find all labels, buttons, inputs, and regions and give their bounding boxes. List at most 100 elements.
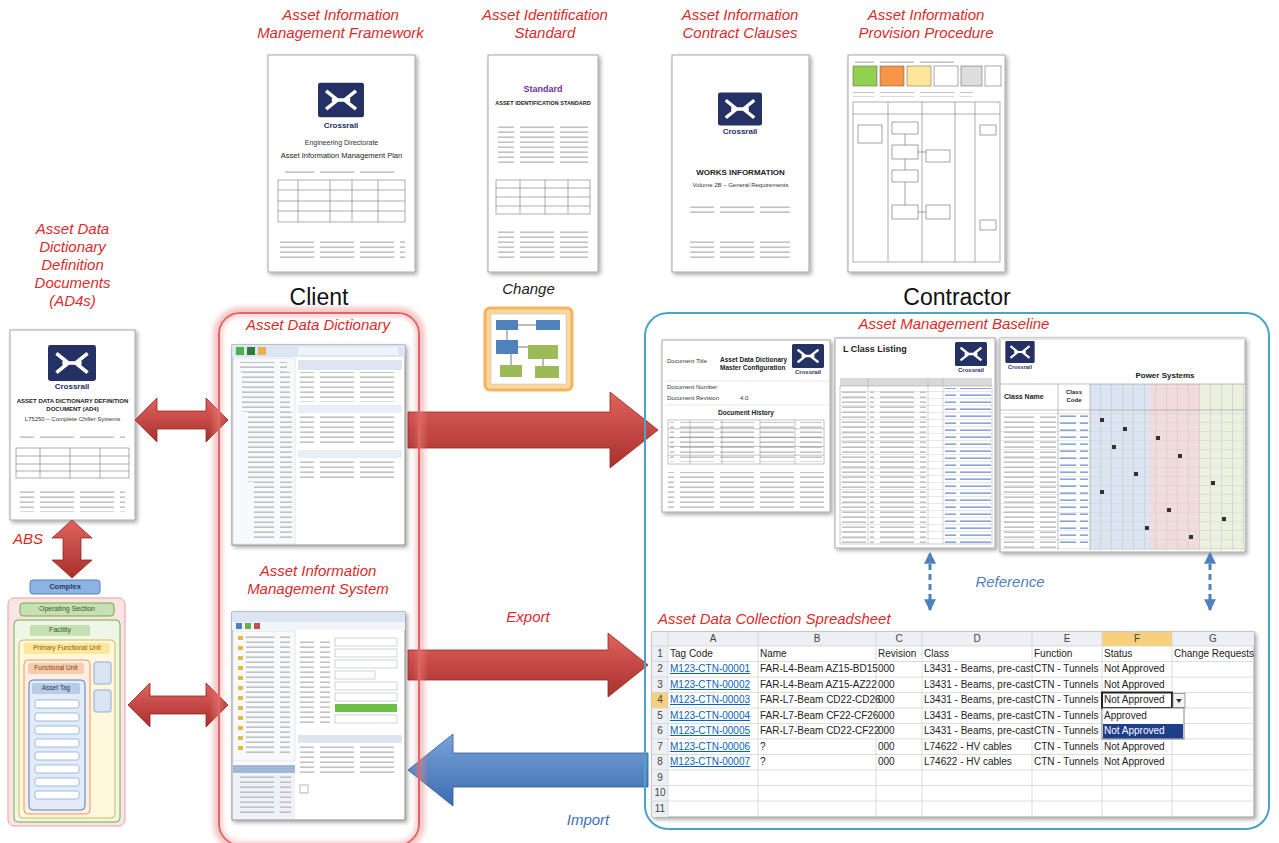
- thumbnail-text: Volume 2B – General Requirements: [678, 182, 803, 190]
- spreadsheet-cell: 4: [652, 694, 668, 706]
- data-dictionary-screenshot: [232, 345, 405, 357]
- management-system-screenshot: [238, 656, 243, 660]
- management-system-screenshot: [298, 735, 402, 743]
- procedure-document: [907, 66, 931, 86]
- management-system-screenshot: [232, 612, 405, 622]
- spreadsheet-cell: 11: [652, 803, 668, 815]
- thumbnail-text: Document Number: [667, 384, 727, 392]
- edge-label: Import: [567, 811, 610, 829]
- data-dictionary-screenshot: [254, 482, 292, 540]
- framework-document: [278, 180, 405, 222]
- management-system-screenshot: [238, 636, 243, 750]
- management-system-screenshot: [254, 623, 260, 629]
- management-system-screenshot: [236, 623, 242, 629]
- collection-spreadsheet: [652, 632, 1254, 646]
- client-region: Asset Data DictionaryAsset Information M…: [218, 312, 420, 843]
- ad4-document: [16, 448, 129, 478]
- procedure-document: [961, 66, 982, 86]
- data-dictionary-screenshot: [247, 347, 255, 355]
- data-dictionary-screenshot: [248, 412, 292, 482]
- procedure-document: [858, 125, 882, 143]
- thumbnail-text: Asset Information Management Plan: [272, 151, 411, 160]
- spreadsheet-cell: CTN - Tunnels: [1034, 741, 1101, 753]
- management-system-screenshot: [232, 612, 405, 820]
- framework-document: [278, 180, 405, 222]
- spreadsheet-cell: M123-CTN-00002: [670, 679, 757, 691]
- management-system-screenshot: [335, 682, 397, 690]
- asset-breakdown-structure: [24, 643, 110, 654]
- management-system-screenshot: [300, 746, 400, 776]
- spreadsheet-cell: 10: [652, 787, 668, 799]
- framework-document: [285, 168, 398, 173]
- asset-breakdown-structure: [24, 660, 90, 814]
- spreadsheet-cell: ?: [760, 756, 875, 768]
- class-listing-document: [835, 338, 995, 548]
- ad4-document: [20, 436, 125, 441]
- thumbnail-text: Document History: [667, 409, 825, 417]
- spreadsheet-cell: L3431 - Beams, pre-cast: [924, 694, 1031, 706]
- edge-label: Reference: [975, 573, 1044, 591]
- management-system-screenshot: [335, 649, 397, 657]
- spreadsheet-cell: CTN - Tunnels: [1034, 694, 1101, 706]
- thumbnail-text: Crossrail: [783, 369, 833, 377]
- change-process-thumbnail: [507, 325, 543, 366]
- procedure-document: [848, 55, 1005, 272]
- data-dictionary-screenshot: [242, 372, 290, 412]
- procedure-document: [848, 55, 1005, 272]
- collection-spreadsheet: [1102, 693, 1172, 709]
- class-matrix-sheet: [1004, 413, 1056, 548]
- node-heading: Asset Information Contract Clauses: [655, 6, 825, 42]
- change-process-thumbnail: [500, 345, 559, 378]
- node-heading: ABS: [13, 530, 43, 548]
- thumbnail-text: Functional Unit: [28, 664, 84, 672]
- asset-breakdown-structure: [35, 765, 79, 773]
- block-arrow: [408, 633, 648, 697]
- procedure-document: [880, 66, 904, 86]
- spreadsheet-cell: L3431 - Beams, pre-cast: [924, 679, 1031, 691]
- master-configuration-document: [668, 472, 824, 508]
- framework-document: [268, 55, 415, 272]
- ad4-document: [48, 345, 96, 381]
- node-heading: Asset Data Dictionary Definition Documen…: [18, 220, 128, 310]
- block-arrow: [52, 520, 92, 578]
- node-heading: Asset Identification Standard: [450, 6, 640, 42]
- thumbnail-text: Document Title: [667, 358, 719, 366]
- change-process-thumbnail: [496, 320, 518, 330]
- class-listing-document: [955, 342, 987, 366]
- standard-document: [496, 180, 590, 214]
- management-system-screenshot: [238, 676, 243, 680]
- document-node: Asset Information Contract Clauses: [655, 6, 825, 274]
- spreadsheet-cell: 3: [652, 679, 668, 691]
- spreadsheet-cell: Change Requests: [1174, 648, 1253, 660]
- change-process-thumbnail: [535, 366, 559, 378]
- master-configuration-document: [668, 420, 824, 464]
- thumbnail-text: WORKS INFORMATION: [678, 168, 803, 178]
- hierarchy-diagram: ABS: [5, 578, 128, 830]
- management-system-screenshot: [245, 623, 251, 629]
- spreadsheet-cell: M123-CTN-00005: [670, 725, 757, 737]
- class-matrix-sheet: [1000, 338, 1245, 552]
- data-dictionary-screenshot: [298, 360, 402, 370]
- procedure-document: [892, 122, 918, 134]
- procedure-document: [905, 134, 926, 212]
- change-process-thumbnail: [496, 340, 518, 354]
- data-dictionary-screenshot: [298, 450, 402, 458]
- change-process-thumbnail: [491, 314, 566, 384]
- data-dictionary-screenshot: [300, 372, 400, 402]
- management-system-screenshot: [335, 715, 397, 723]
- document-node: Asset Identification Standard: [450, 6, 640, 274]
- procedure-document: [853, 92, 973, 97]
- procedure-document: [853, 102, 1000, 262]
- management-system-screenshot: [238, 636, 243, 640]
- thumbnail-text: Facility: [30, 626, 90, 635]
- ad4-document: [16, 448, 129, 478]
- thumbnail-text: Class Code: [1059, 389, 1089, 404]
- asset-breakdown-structure: [14, 620, 120, 822]
- asset-breakdown-structure: [20, 603, 114, 616]
- spreadsheet-cell: B: [758, 633, 876, 645]
- management-system-screenshot: [335, 638, 397, 723]
- thumbnail-text: Engineering Directorate: [272, 139, 411, 148]
- spreadsheet-cell: M123-CTN-00007: [670, 756, 757, 768]
- spreadsheet-cell: F: [1102, 633, 1172, 645]
